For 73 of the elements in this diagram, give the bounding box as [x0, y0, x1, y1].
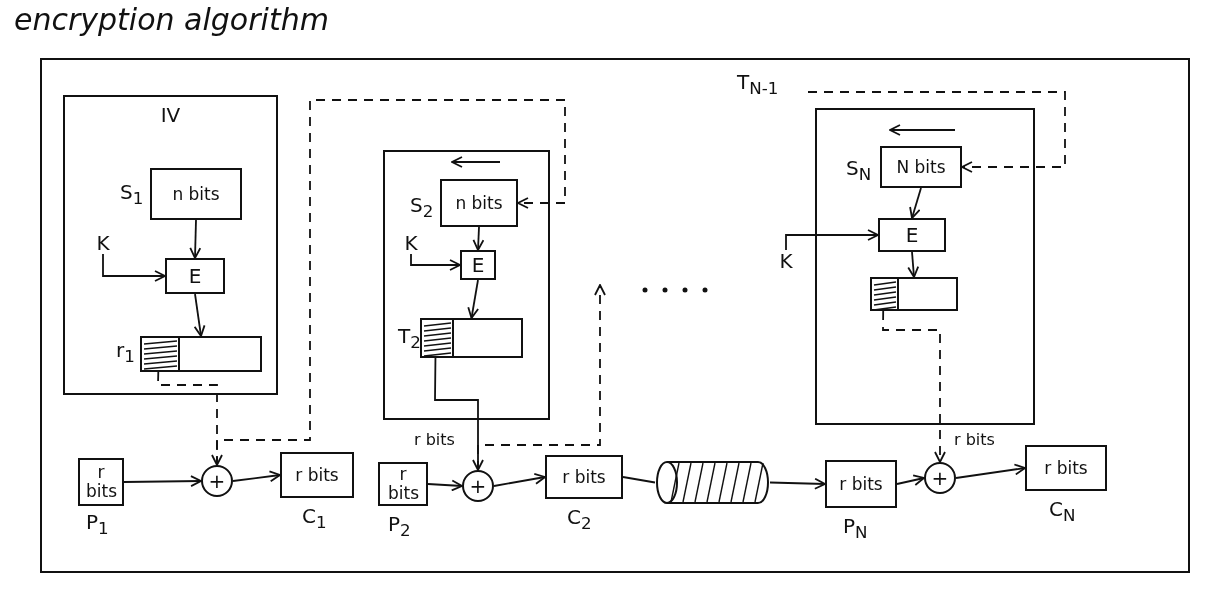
bit-count-label: n bits [172, 184, 220, 204]
arrow [189, 219, 202, 259]
stage-panel [63, 95, 278, 395]
arrow [807, 91, 1066, 173]
xor-circle [462, 470, 494, 502]
arrow [785, 229, 879, 251]
xor-circle [924, 462, 956, 494]
function-label: E [471, 254, 485, 276]
arrow [232, 470, 281, 483]
arrow [882, 310, 946, 463]
register-label: r$_{1}$ [116, 338, 135, 366]
bit-count-label: r bits [839, 474, 883, 494]
key-label: K [779, 250, 793, 272]
arrow [907, 251, 920, 278]
xor-sign: + [931, 467, 949, 489]
arrow [434, 357, 484, 471]
function-label: E [905, 224, 919, 246]
xor-circle [201, 465, 233, 497]
xor-sign: + [208, 470, 226, 492]
register-box [440, 179, 518, 227]
arrow [769, 477, 826, 490]
register-label: S$_{2}$ [410, 193, 434, 221]
ciphertext-label: C$_{2}$ [567, 505, 592, 533]
register-label: S$_{1}$ [120, 180, 144, 208]
arrow [410, 253, 461, 271]
bit-count-label: r bits [295, 465, 339, 485]
register-label: T$_{2}$ [398, 324, 421, 352]
register-box [420, 318, 523, 358]
register-box [150, 168, 242, 220]
arrow [102, 253, 166, 282]
encryption-box [460, 250, 496, 280]
stage-panel [815, 108, 1035, 425]
arrow [472, 226, 485, 251]
bit-count-label: n bits [455, 193, 503, 213]
bit-count-label: N bits [896, 157, 946, 177]
register-box [378, 462, 428, 506]
arrow [193, 293, 206, 337]
bit-count-label: r bits [388, 465, 418, 503]
register-box [870, 277, 958, 311]
arrow [493, 472, 546, 487]
register-label: S$_{N}$ [846, 156, 872, 184]
register-box [1025, 445, 1107, 491]
plaintext-label: P$_{2}$ [388, 512, 411, 540]
arrow [955, 463, 1026, 479]
bit-count-label: r bits [1044, 458, 1088, 478]
stage-panel [383, 150, 550, 420]
register-box [825, 460, 897, 508]
register-box [545, 455, 623, 499]
key-label: K [96, 232, 110, 254]
function-label: E [188, 265, 202, 287]
arrow [896, 474, 925, 486]
ciphertext-label: C$_{1}$ [302, 504, 327, 532]
encryption-box [878, 218, 946, 252]
plaintext-label: P$_{1}$ [86, 510, 109, 538]
encryption-box [165, 258, 225, 294]
plaintext-label: P$_{N}$ [843, 514, 868, 542]
register-box [880, 146, 962, 188]
register-box [280, 452, 354, 498]
arrow [467, 279, 479, 319]
bit-count-label: r bits [86, 463, 116, 501]
bit-count-label: r bits [562, 467, 606, 487]
register-box [140, 336, 262, 372]
ciphertext-label: C$_{N}$ [1049, 497, 1076, 525]
arrow [157, 371, 223, 466]
panel-heading: IV [159, 103, 182, 127]
arrow [427, 479, 463, 492]
register-box [78, 458, 124, 506]
arrow [909, 187, 922, 219]
arrow [123, 475, 202, 488]
xor-sign: + [469, 475, 487, 497]
frame-border [40, 58, 1190, 573]
title: encryption algorithm [14, 2, 329, 37]
key-label: K [404, 232, 418, 254]
